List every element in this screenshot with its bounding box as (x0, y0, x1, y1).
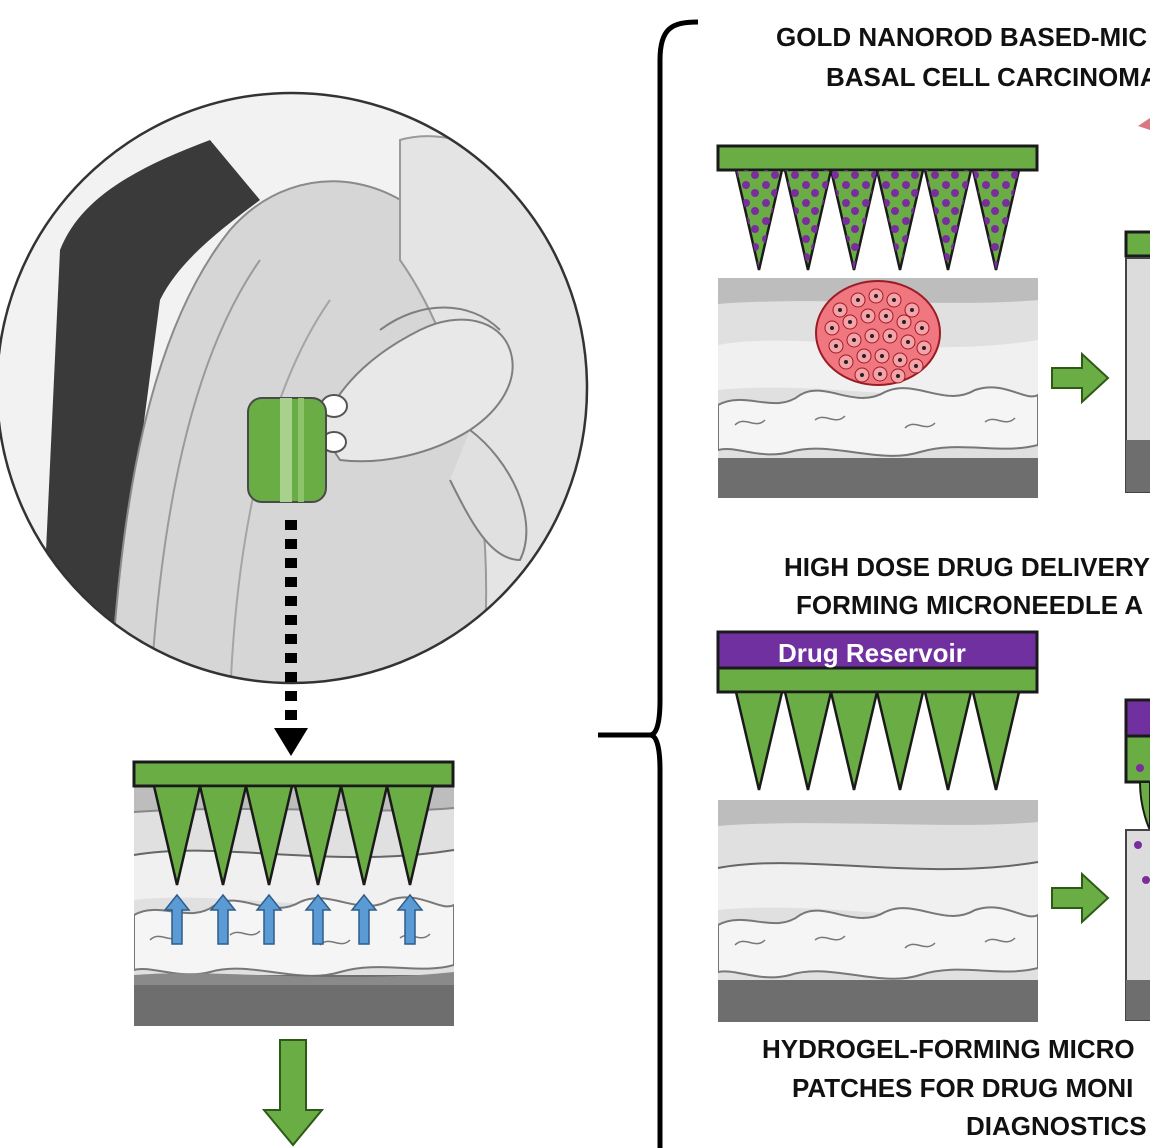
green-down-arrow-icon (261, 1039, 325, 1147)
microneedle-patch-left (132, 760, 455, 886)
green-right-arrow-icon (1051, 871, 1110, 925)
arm-illustration (0, 91, 589, 685)
drug-reservoir-label: Drug Reservoir (778, 638, 966, 668)
gold-nanorod-heading-line2: BASAL CELL CARCINOMA (826, 62, 1150, 92)
next-step-partial (1124, 118, 1150, 493)
panel-gold-nanorod (716, 118, 1150, 498)
green-right-arrow-icon (1051, 351, 1110, 405)
microneedle-array-dotted (734, 168, 1021, 271)
patch-on-arm (247, 397, 327, 503)
microneedle-array (734, 690, 1021, 791)
dark-garment (40, 140, 260, 680)
hydrogel-heading-line1: HYDROGEL-FORMING MICRO (762, 1034, 1135, 1064)
panel-high-dose (716, 630, 1150, 1022)
high-dose-heading-line2: FORMING MICRONEEDLE A (796, 590, 1144, 620)
dotted-down-arrow-icon (274, 520, 308, 756)
gold-nanorod-heading-line1: GOLD NANOROD BASED-MIC (776, 22, 1148, 52)
curly-brace-icon (598, 19, 699, 1148)
tumor-cell-cluster (815, 280, 941, 386)
hydrogel-heading-line3: DIAGNOSTICS (966, 1111, 1147, 1141)
next-step-partial (1124, 698, 1150, 1021)
high-dose-heading-line1: HIGH DOSE DRUG DELIVERY (784, 552, 1150, 582)
blue-up-arrow-icon (163, 893, 424, 945)
hydrogel-heading-line2: PATCHES FOR DRUG MONI (792, 1073, 1134, 1103)
hand (318, 318, 514, 463)
